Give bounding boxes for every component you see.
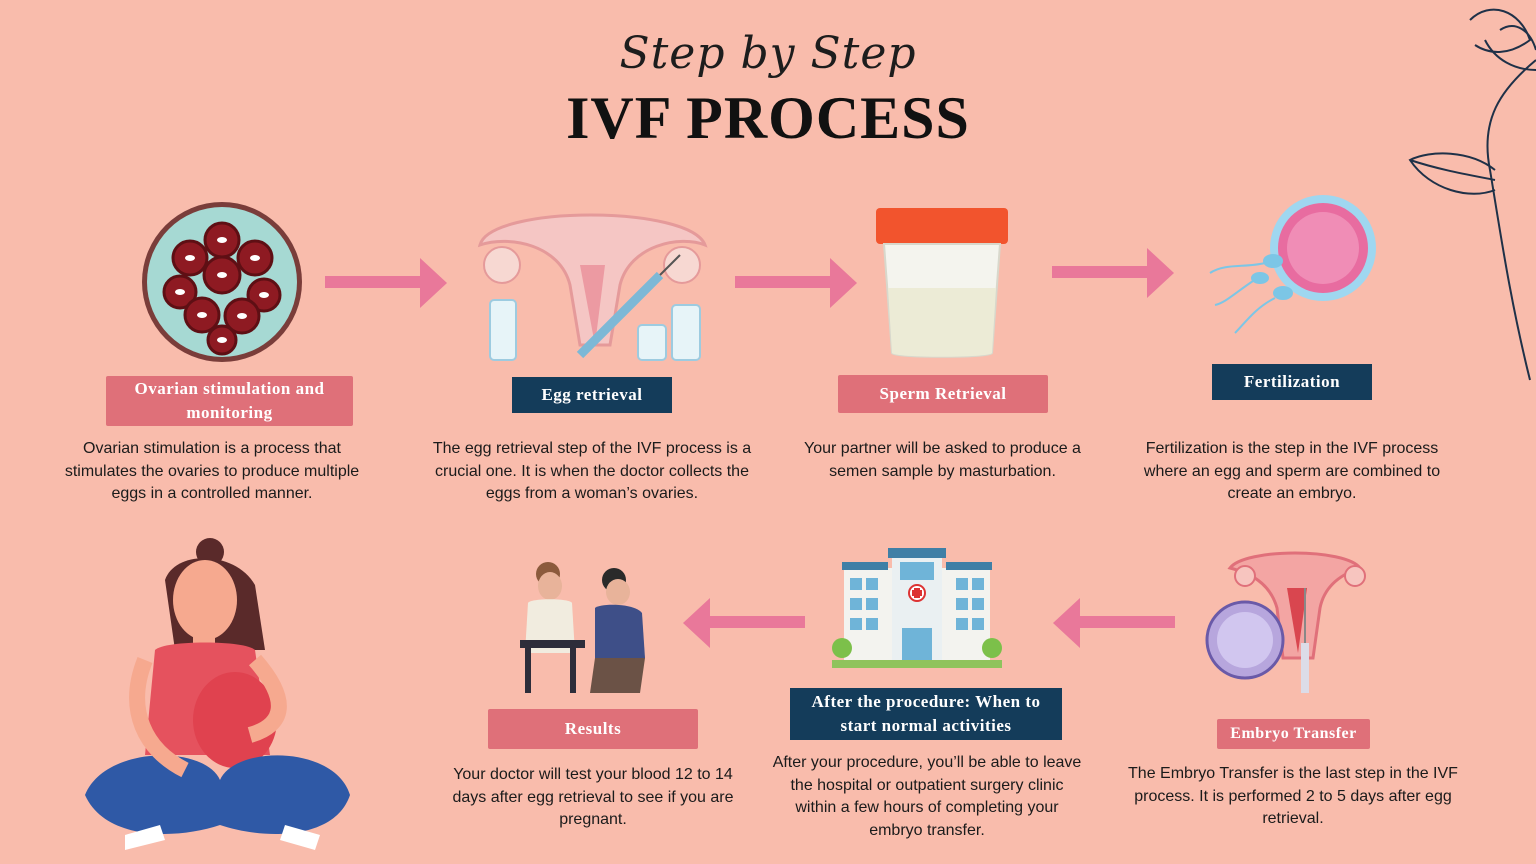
uterus-embryo-icon <box>1205 551 1366 693</box>
step-description-sperm-retrieval: Your partner will be asked to produce a … <box>804 440 1081 480</box>
step-label-results: Results <box>488 709 698 749</box>
arrow-left-icon <box>1053 598 1175 648</box>
step-description-egg-retrieval: The egg retrieval step of the IVF proces… <box>432 440 752 502</box>
step-description-after-procedure: After your procedure, you’ll be able to … <box>772 754 1082 839</box>
step-label-embryo-transfer: Embryo Transfer <box>1217 719 1370 749</box>
flower-line-art-icon <box>1408 8 1536 381</box>
sample-cup-icon <box>876 208 1008 358</box>
sperm-egg-icon <box>1209 195 1376 334</box>
step-label-sperm-retrieval: Sperm Retrieval <box>838 375 1048 413</box>
arrow-left-icon <box>683 598 805 648</box>
step-label-fertilization: Fertilization <box>1212 364 1372 400</box>
header-script-title: Step by Step <box>619 28 917 79</box>
page-title: IVF PROCESS <box>566 85 970 151</box>
hospital-icon <box>832 548 1002 668</box>
arrow-right-icon <box>325 258 447 308</box>
doctor-patient-icon <box>520 562 645 693</box>
pregnant-woman-icon <box>85 538 350 850</box>
step-description-fertilization: Fertilization is the step in the IVF pro… <box>1143 440 1441 502</box>
step-label-egg-retrieval: Egg retrieval <box>512 377 672 413</box>
step-description-results: Your doctor will test your blood 12 to 1… <box>452 766 734 828</box>
egg-cells-dish-icon <box>142 202 302 362</box>
step-label-ovarian-stimulation: Ovarian stimulation and monitoring <box>106 376 353 426</box>
arrow-right-icon <box>735 258 857 308</box>
step-description-embryo-transfer: The Embryo Transfer is the last step in … <box>1128 765 1458 827</box>
uterus-syringe-icon <box>477 213 708 361</box>
step-label-after-procedure: After the procedure: When to start norma… <box>790 688 1062 740</box>
arrow-right-icon <box>1052 248 1174 298</box>
step-description-ovarian-stimulation: Ovarian stimulation is a process that st… <box>64 440 360 502</box>
